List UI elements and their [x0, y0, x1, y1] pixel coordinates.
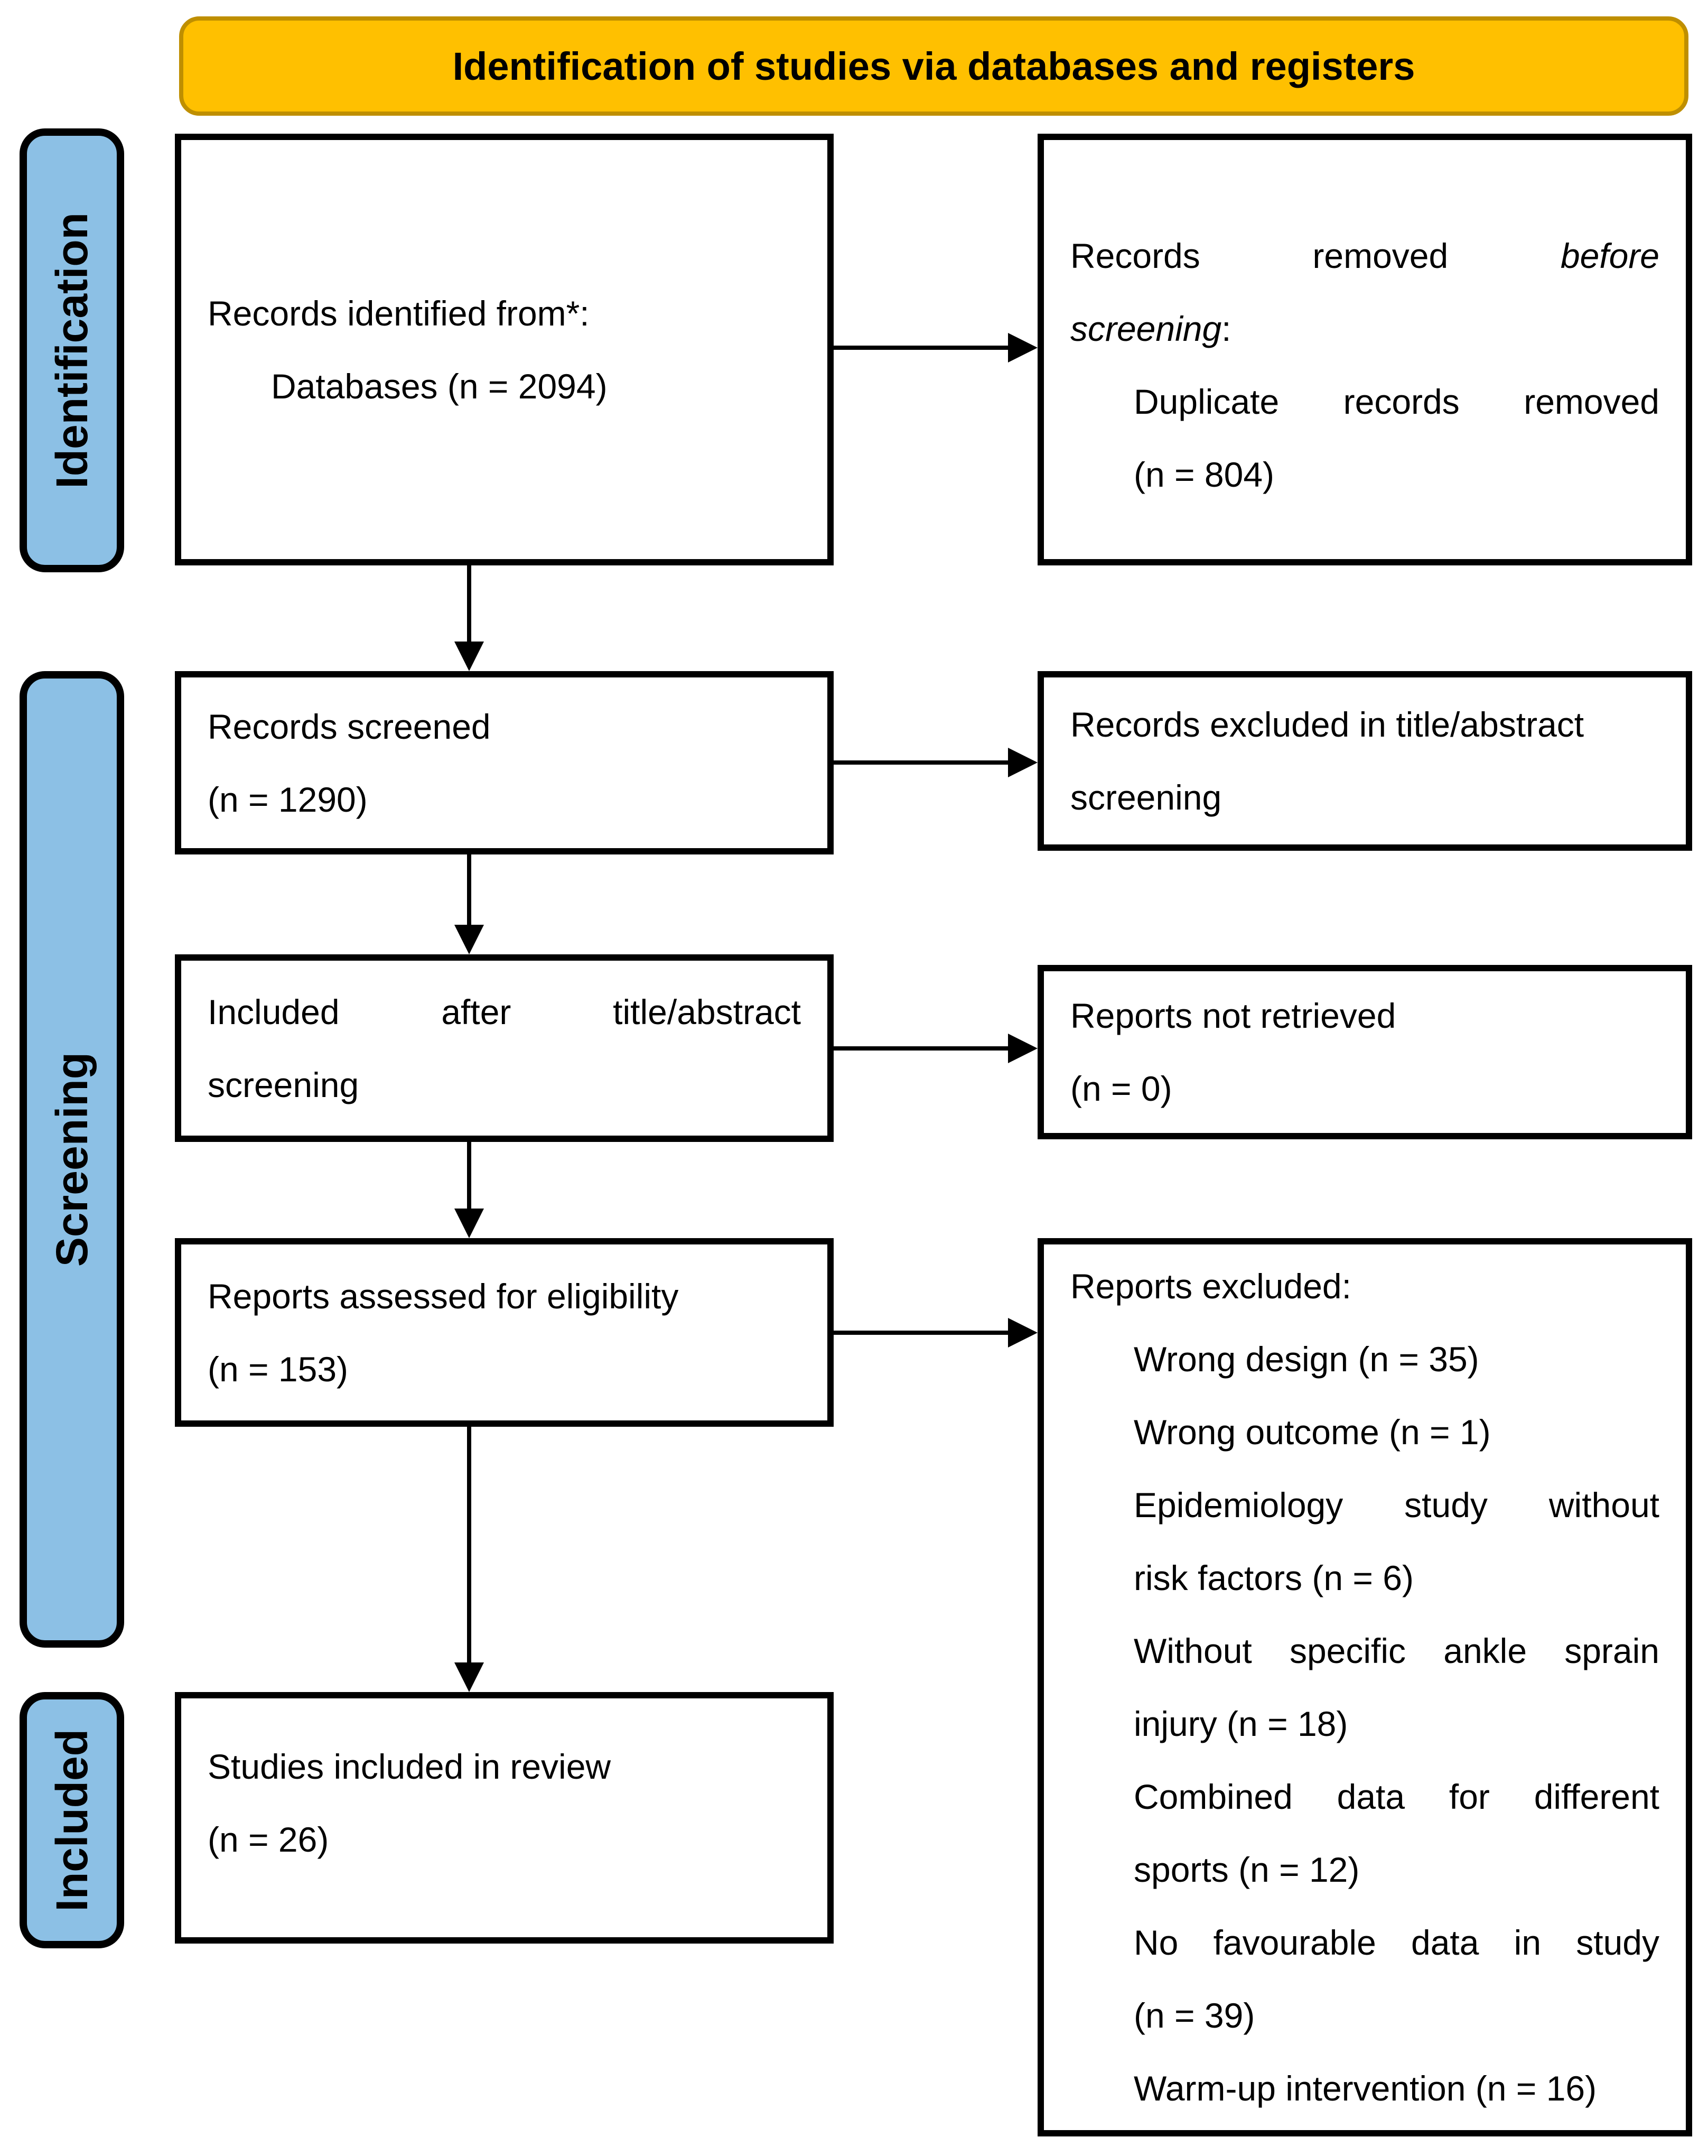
studies-included-line1: Studies included in review — [208, 1747, 611, 1786]
records-removed-line1: Records removed before — [1070, 236, 1659, 275]
stage-identification: Identification — [20, 128, 124, 572]
records-excluded-line2: screening — [1070, 778, 1222, 817]
reports-excluded-line4: Epidemiology study without — [1134, 1485, 1659, 1525]
reports-excluded-line7: injury (n = 18) — [1134, 1704, 1348, 1743]
box-reports-not-retrieved: Reports not retrieved (n = 0) — [1038, 965, 1692, 1139]
arrow-assessed-to-studies-head — [454, 1662, 484, 1692]
arrow-screened-to-excluded-line — [834, 760, 1008, 765]
arrow-identified-to-removed-head — [1008, 333, 1038, 363]
records-excluded-line1: Records excluded in title/abstract — [1070, 705, 1584, 744]
stage-screening-label: Screening — [46, 1052, 97, 1267]
arrow-included-to-assessed-head — [454, 1209, 484, 1238]
reports-excluded-line1: Reports excluded: — [1070, 1267, 1351, 1306]
box-records-removed: Records removed before screening: Duplic… — [1038, 134, 1692, 565]
box-reports-excluded: Reports excluded: Wrong design (n = 35) … — [1038, 1238, 1692, 2136]
records-removed-line3: Duplicate records removed — [1134, 382, 1659, 421]
reports-excluded-line9: sports (n = 12) — [1134, 1850, 1360, 1889]
included-after-line2: screening — [208, 1065, 359, 1104]
included-after-line1: Included after title/abstract — [208, 992, 801, 1031]
records-removed-before-italic: before — [1560, 236, 1659, 275]
reports-not-retrieved-line2: (n = 0) — [1070, 1069, 1172, 1108]
reports-excluded-line2: Wrong design (n = 35) — [1134, 1340, 1479, 1379]
arrow-assessed-to-studies-line — [467, 1427, 471, 1665]
arrow-included-to-assessed-line — [467, 1142, 471, 1211]
arrow-screened-to-excluded-head — [1008, 748, 1038, 777]
studies-included-line2: (n = 26) — [208, 1820, 329, 1859]
stage-screening: Screening — [20, 671, 124, 1648]
arrow-identified-to-screened-line — [467, 565, 471, 644]
box-reports-assessed: Reports assessed for eligibility (n = 15… — [175, 1238, 834, 1427]
reports-excluded-line5: risk factors (n = 6) — [1134, 1558, 1414, 1597]
reports-excluded-line10: No favourable data in study — [1134, 1923, 1659, 1962]
arrow-included-to-notretrieved-head — [1008, 1034, 1038, 1063]
reports-assessed-line2: (n = 153) — [208, 1349, 348, 1389]
records-removed-screening-italic: screening — [1070, 309, 1222, 348]
reports-assessed-line1: Reports assessed for eligibility — [208, 1276, 679, 1316]
box-records-identified: Records identified from*: Databases (n =… — [175, 134, 834, 565]
reports-excluded-line3: Wrong outcome (n = 1) — [1134, 1412, 1491, 1452]
stage-identification-label: Identification — [46, 212, 97, 489]
reports-excluded-line8: Combined data for different — [1134, 1777, 1659, 1816]
arrow-assessed-to-excluded-line — [834, 1331, 1008, 1335]
stage-included: Included — [20, 1692, 124, 1948]
records-screened-line1: Records screened — [208, 707, 491, 746]
records-screened-line2: (n = 1290) — [208, 779, 368, 819]
records-identified-line2: Databases (n = 2094) — [271, 366, 608, 406]
arrow-included-to-notretrieved-line — [834, 1046, 1008, 1051]
box-records-screened: Records screened (n = 1290) — [175, 671, 834, 854]
records-removed-line4: (n = 804) — [1134, 455, 1274, 494]
records-identified-line1: Records identified from*: — [208, 293, 590, 333]
box-studies-included: Studies included in review (n = 26) — [175, 1692, 834, 1944]
arrow-assessed-to-excluded-head — [1008, 1318, 1038, 1348]
stage-included-label: Included — [46, 1728, 97, 1912]
reports-not-retrieved-line1: Reports not retrieved — [1070, 996, 1396, 1035]
arrow-identified-to-screened-head — [454, 642, 484, 671]
banner-title: Identification of studies via databases … — [179, 16, 1688, 116]
box-records-excluded: Records excluded in title/abstract scree… — [1038, 671, 1692, 851]
reports-excluded-line12: Warm-up intervention (n = 16) — [1134, 2069, 1597, 2108]
arrow-identified-to-removed-line — [834, 346, 1008, 350]
arrow-screened-to-included-head — [454, 925, 484, 954]
reports-excluded-line11: (n = 39) — [1134, 1996, 1255, 2035]
records-removed-line2: screening: — [1070, 309, 1231, 348]
reports-excluded-line6: Without specific ankle sprain — [1134, 1631, 1659, 1670]
banner-title-text: Identification of studies via databases … — [452, 44, 1415, 88]
arrow-screened-to-included-line — [467, 854, 471, 927]
box-included-after-screening: Included after title/abstract screening — [175, 954, 834, 1142]
